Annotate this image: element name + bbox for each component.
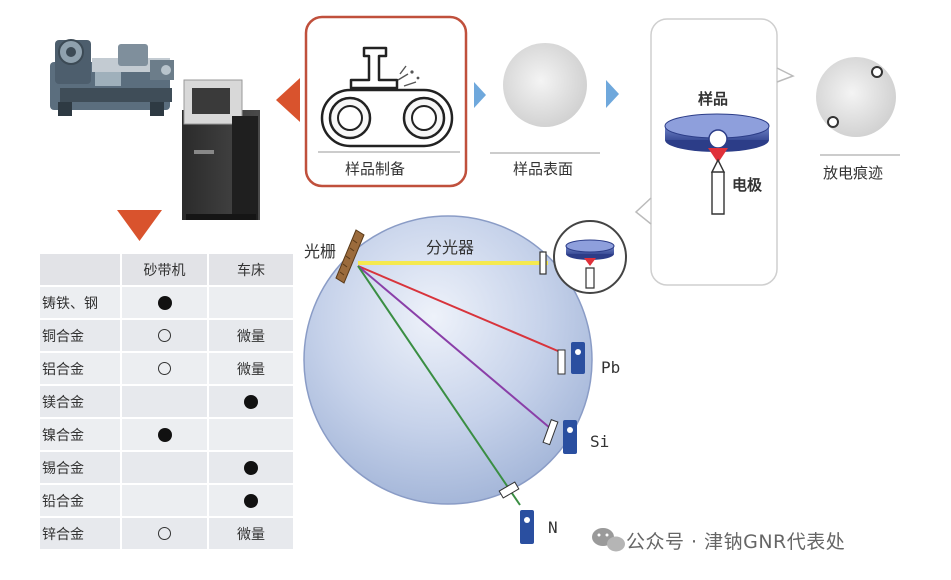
alloy-name-cell: 铝合金 [40, 353, 120, 386]
filled-dot-icon [244, 494, 258, 508]
alloy-name-cell: 镍合金 [40, 419, 120, 452]
table-row: 铝合金 微量 [40, 353, 293, 386]
alloy-name-cell: 镁合金 [40, 386, 120, 419]
filled-dot-icon [244, 461, 258, 475]
electrode-label: 电极 [732, 174, 762, 195]
sample-label: 样品 [698, 88, 728, 109]
table-header-belt: 砂带机 [120, 254, 207, 287]
table-header-empty [40, 254, 120, 287]
table-row: 铸铁、钢 [40, 287, 293, 320]
trace-amount-label: 微量 [237, 527, 265, 543]
table-header-row: 砂带机 车床 [40, 254, 293, 287]
alloy-name-cell: 锡合金 [40, 452, 120, 485]
discharge-trace-label: 放电痕迹 [823, 162, 883, 183]
table-row: 镍合金 [40, 419, 293, 452]
element-label-n: N [548, 518, 558, 537]
next-arrow-icon-2 [606, 80, 619, 108]
table-row: 锡合金 [40, 452, 293, 485]
spectrometer-label: 分光器 [426, 234, 474, 258]
alloy-name-cell: 铅合金 [40, 485, 120, 518]
trace-amount-label: 微量 [237, 362, 265, 378]
table-row: 镁合金 [40, 386, 293, 419]
detector-n-icon [499, 482, 534, 544]
lathe-illustration [50, 40, 174, 116]
alloy-name-cell: 铜合金 [40, 320, 120, 353]
trace-amount-label: 微量 [237, 329, 265, 345]
open-circle-icon [158, 362, 171, 375]
belt-suitability-cell [120, 386, 207, 419]
sample-surface-disk [503, 43, 587, 127]
filled-dot-icon [158, 428, 172, 442]
lathe-suitability-cell: 微量 [207, 320, 293, 353]
open-circle-icon [158, 527, 171, 540]
alloy-name-cell: 铸铁、钢 [40, 287, 120, 320]
belt-suitability-cell [120, 452, 207, 485]
back-arrow-icon [276, 78, 300, 122]
open-circle-icon [158, 329, 171, 342]
belt-sander-illustration [182, 80, 260, 220]
sample-surface-label: 样品表面 [513, 158, 573, 179]
lathe-suitability-cell: 微量 [207, 353, 293, 386]
table-body: 铸铁、钢铜合金微量铝合金微量镁合金镍合金锡合金铅合金锌合金微量 [40, 287, 293, 551]
belt-suitability-cell [120, 518, 207, 551]
grating-label: 光栅 [304, 238, 336, 262]
lathe-suitability-cell: 微量 [207, 518, 293, 551]
element-label-pb: Pb [601, 358, 620, 377]
belt-suitability-cell [120, 485, 207, 518]
lathe-suitability-cell [207, 287, 293, 320]
next-arrow-icon-1 [474, 82, 486, 108]
down-arrow-icon [117, 210, 162, 241]
filled-dot-icon [158, 296, 172, 310]
lathe-suitability-cell [207, 452, 293, 485]
belt-suitability-cell [120, 353, 207, 386]
table-row: 锌合金 微量 [40, 518, 293, 551]
belt-suitability-cell [120, 419, 207, 452]
watermark-text: 公众号 · 津钠GNR代表处 [626, 527, 845, 554]
lathe-suitability-cell [207, 386, 293, 419]
lathe-suitability-cell [207, 485, 293, 518]
prep-method-table: 砂带机 车床 铸铁、钢铜合金微量铝合金微量镁合金镍合金锡合金铅合金锌合金微量 [40, 254, 293, 551]
alloy-name-cell: 锌合金 [40, 518, 120, 551]
table-row: 铅合金 [40, 485, 293, 518]
element-label-si: Si [590, 432, 609, 451]
filled-dot-icon [244, 395, 258, 409]
table-row: 铜合金 微量 [40, 320, 293, 353]
belt-suitability-cell [120, 320, 207, 353]
table-header-lathe: 车床 [207, 254, 293, 287]
lathe-suitability-cell [207, 419, 293, 452]
sample-prep-label: 样品制备 [345, 158, 405, 179]
belt-suitability-cell [120, 287, 207, 320]
wechat-icon [592, 528, 625, 552]
